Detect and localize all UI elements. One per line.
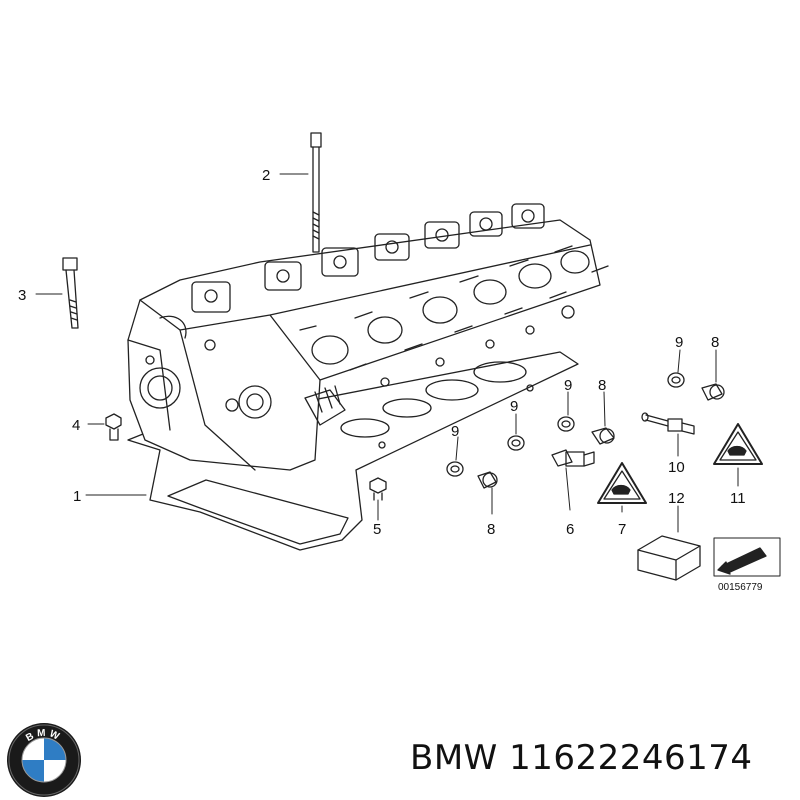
bolt-3 xyxy=(62,257,79,329)
callout-9-b: 9 xyxy=(510,398,518,415)
callout-4: 4 xyxy=(72,417,80,434)
bolt-4 xyxy=(105,413,122,441)
callout-12: 12 xyxy=(668,490,685,507)
warning-label-7 xyxy=(597,462,647,504)
temperature-sensor xyxy=(551,449,595,467)
screw-plug-8c xyxy=(701,383,725,401)
part-number-label: BMW 11622246174 xyxy=(410,738,753,778)
callout-11: 11 xyxy=(730,490,746,507)
screw-plug-8a xyxy=(477,471,498,489)
bmw-logo: BMW xyxy=(7,723,81,797)
callout-10: 10 xyxy=(668,459,685,476)
callout-8-bottom: 8 xyxy=(487,521,495,538)
leader-lines xyxy=(35,173,739,533)
bolt-5 xyxy=(369,477,387,501)
callout-2: 2 xyxy=(262,167,270,184)
diagram-reference-number: 00156779 xyxy=(718,582,763,593)
callout-6: 6 xyxy=(566,521,574,538)
callout-9-c: 9 xyxy=(564,377,572,394)
callout-8-middle: 8 xyxy=(598,377,606,394)
screw-plug-8b xyxy=(591,427,615,445)
head-bolt-long xyxy=(310,132,322,253)
callout-3: 3 xyxy=(18,287,26,304)
logo-lettering: BMW xyxy=(24,728,63,744)
head-gasket xyxy=(127,351,579,551)
callout-9-d: 9 xyxy=(675,334,683,351)
warning-label-11 xyxy=(713,423,763,465)
callout-9-a: 9 xyxy=(451,423,459,440)
callout-1: 1 xyxy=(73,488,81,505)
callout-8-top: 8 xyxy=(711,334,719,351)
repair-kit-box xyxy=(637,535,701,581)
callout-7: 7 xyxy=(618,521,626,538)
cylinder-head xyxy=(127,203,609,471)
callout-5: 5 xyxy=(373,521,381,538)
sealing-ring-9d xyxy=(667,372,685,388)
coolant-sensor xyxy=(641,412,695,435)
reference-box xyxy=(713,537,781,577)
sealing-ring-9c xyxy=(557,416,575,432)
sealing-ring-9a xyxy=(446,461,464,477)
sealing-ring-9b xyxy=(507,435,525,451)
